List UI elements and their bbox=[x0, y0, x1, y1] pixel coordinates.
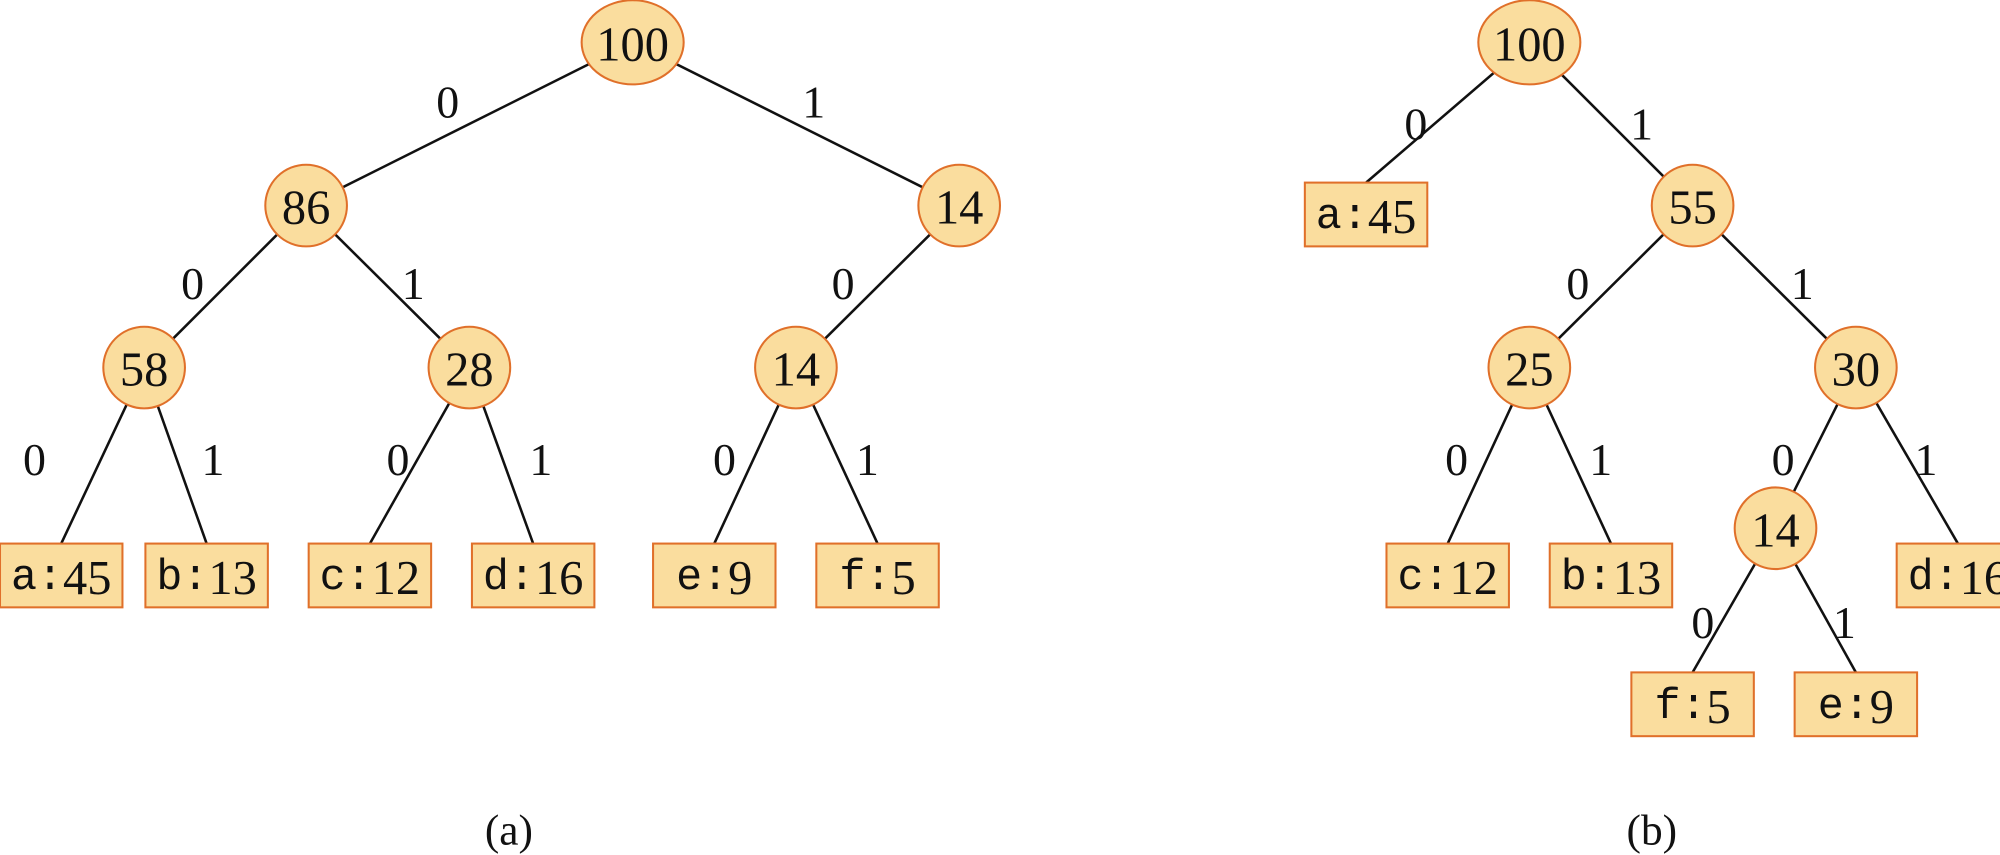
leaf-char: c: bbox=[320, 554, 372, 603]
subfigure-caption: (a) bbox=[485, 807, 533, 855]
internal-node bbox=[754, 325, 838, 410]
leaf-frequency: 12 bbox=[1450, 552, 1498, 605]
leaf-char: a: bbox=[11, 554, 63, 603]
internal-node-weight: 28 bbox=[445, 344, 493, 397]
edge-bit-label: 0 bbox=[713, 434, 736, 485]
leaf-char: c: bbox=[1397, 554, 1449, 603]
leaf-node bbox=[1895, 542, 2000, 609]
subfigure-caption: (b) bbox=[1627, 807, 1678, 855]
leaf-node-label: e:9 bbox=[676, 552, 752, 605]
edge-bit-label: 0 bbox=[1404, 98, 1427, 149]
internal-node-weight: 30 bbox=[1832, 344, 1880, 397]
leaf-frequency: 5 bbox=[1707, 680, 1731, 733]
leaf-node bbox=[0, 542, 124, 609]
edge-bit-label: 0 bbox=[436, 77, 459, 128]
leaf-frequency: 13 bbox=[208, 552, 256, 605]
edge-bit-label: 0 bbox=[832, 258, 855, 309]
edge-bit-label: 0 bbox=[1445, 434, 1468, 485]
leaf-frequency: 12 bbox=[372, 552, 420, 605]
internal-node-weight: 100 bbox=[596, 18, 669, 71]
leaf-node bbox=[1303, 181, 1429, 248]
edge-bit-label: 1 bbox=[1589, 434, 1612, 485]
leaf-char: e: bbox=[676, 554, 728, 603]
internal-node-weight: 25 bbox=[1505, 344, 1553, 397]
edge-bit-label: 0 bbox=[23, 434, 46, 485]
internal-node-weight: 100 bbox=[1493, 18, 1566, 71]
internal-node bbox=[427, 325, 512, 410]
leaf-node bbox=[652, 542, 777, 609]
leaf-node bbox=[1630, 671, 1755, 738]
edge-bit-label: 0 bbox=[1772, 434, 1795, 485]
edge-bit-label: 0 bbox=[386, 434, 409, 485]
edge-bit-label: 0 bbox=[1566, 258, 1589, 309]
edge-bit-label: 0 bbox=[181, 258, 204, 309]
leaf-frequency: 9 bbox=[728, 552, 752, 605]
leaf-char: b: bbox=[1561, 554, 1613, 603]
internal-node bbox=[264, 163, 348, 248]
leaf-node bbox=[307, 542, 433, 609]
edge-bit-label: 1 bbox=[1833, 597, 1856, 648]
leaf-node-label: a:45 bbox=[11, 552, 112, 605]
leaf-node-label: a:45 bbox=[1316, 191, 1417, 244]
edge-bit-label: 1 bbox=[1630, 98, 1653, 149]
internal-node bbox=[1814, 325, 1898, 410]
leaf-node-label: f:5 bbox=[1654, 680, 1730, 733]
leaf-node bbox=[1793, 671, 1919, 738]
edge-bit-label: 1 bbox=[1915, 434, 1938, 485]
internal-node bbox=[1650, 163, 1735, 248]
edge-bit-label: 1 bbox=[802, 77, 825, 128]
internal-node bbox=[580, 0, 685, 86]
leaf-node-label: c:12 bbox=[1397, 552, 1498, 605]
leaf-char: d: bbox=[1908, 554, 1960, 603]
leaf-frequency: 45 bbox=[1368, 191, 1416, 244]
leaf-node-label: d:16 bbox=[483, 552, 584, 605]
leaf-char: f: bbox=[839, 554, 891, 603]
edge-bit-label: 1 bbox=[202, 434, 225, 485]
leaf-frequency: 5 bbox=[891, 552, 915, 605]
leaf-node bbox=[144, 542, 269, 609]
leaf-node bbox=[1385, 542, 1510, 609]
edge-bit-label: 0 bbox=[1691, 597, 1714, 648]
leaf-frequency: 13 bbox=[1613, 552, 1661, 605]
internal-node bbox=[1487, 325, 1572, 410]
leaf-frequency: 16 bbox=[535, 552, 583, 605]
internal-node-weight: 14 bbox=[772, 344, 820, 397]
internal-node bbox=[102, 325, 186, 410]
internal-node-weight: 55 bbox=[1668, 182, 1716, 235]
internal-node-weight: 86 bbox=[282, 182, 330, 235]
internal-node-weight: 14 bbox=[1751, 504, 1799, 557]
tree-edge bbox=[305, 41, 634, 207]
edge-bit-label: 1 bbox=[402, 258, 425, 309]
leaf-node bbox=[470, 542, 596, 609]
leaf-frequency: 45 bbox=[63, 552, 111, 605]
internal-node-weight: 58 bbox=[120, 344, 168, 397]
leaf-node-label: e:9 bbox=[1818, 680, 1894, 733]
edge-bit-label: 1 bbox=[1791, 258, 1814, 309]
leaf-node-label: f:5 bbox=[839, 552, 915, 605]
edge-bit-label: 1 bbox=[856, 434, 879, 485]
leaf-node bbox=[1548, 542, 1674, 609]
leaf-node-label: b:13 bbox=[1561, 552, 1662, 605]
leaf-char: d: bbox=[483, 554, 535, 603]
leaf-frequency: 9 bbox=[1870, 680, 1894, 733]
edge-bit-label: 1 bbox=[529, 434, 552, 485]
internal-node-weight: 14 bbox=[935, 182, 983, 235]
internal-node bbox=[1477, 0, 1582, 86]
leaf-char: e: bbox=[1818, 682, 1870, 731]
tree-edge bbox=[632, 41, 960, 207]
leaf-char: a: bbox=[1316, 193, 1368, 242]
leaf-node bbox=[815, 542, 940, 609]
leaf-frequency: 16 bbox=[1960, 552, 2000, 605]
leaf-node-label: b:13 bbox=[156, 552, 256, 605]
leaf-char: b: bbox=[156, 554, 208, 603]
internal-node bbox=[1733, 486, 1818, 571]
leaf-node-label: c:12 bbox=[320, 552, 420, 605]
internal-node bbox=[917, 163, 1002, 248]
leaf-node-label: d:16 bbox=[1908, 552, 2000, 605]
leaf-char: f: bbox=[1654, 682, 1706, 731]
